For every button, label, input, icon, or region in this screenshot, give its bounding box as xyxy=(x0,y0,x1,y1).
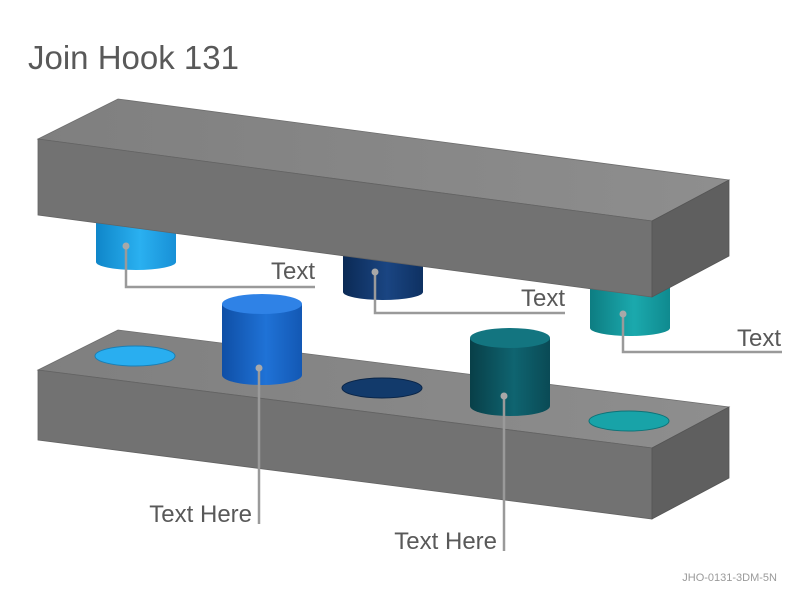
leader-top-middle xyxy=(373,272,565,315)
page-title: Join Hook 131 xyxy=(28,39,239,76)
peg-dark-teal-bottom xyxy=(470,328,550,416)
hole-navy xyxy=(341,377,423,399)
slide-code: JHO-0131-3DM-5N xyxy=(682,572,777,584)
upper-slab-side-face xyxy=(651,179,730,298)
leader-dots xyxy=(122,242,627,400)
label-top-right: Text xyxy=(737,325,781,352)
upper-slab xyxy=(36,98,731,298)
label-bottom-left: Text Here xyxy=(149,501,252,528)
hole-teal xyxy=(588,410,670,432)
label-top-left: Text xyxy=(271,258,315,285)
leader-lines xyxy=(124,246,782,551)
peg-royal-blue-bottom xyxy=(222,294,302,385)
label-top-middle: Text xyxy=(521,285,565,312)
lower-slab-side-face xyxy=(651,406,730,520)
leader-top-left xyxy=(124,246,315,289)
leader-top-right xyxy=(621,314,782,354)
label-bottom-right: Text Here xyxy=(394,528,497,555)
hole-light-blue xyxy=(94,345,176,367)
